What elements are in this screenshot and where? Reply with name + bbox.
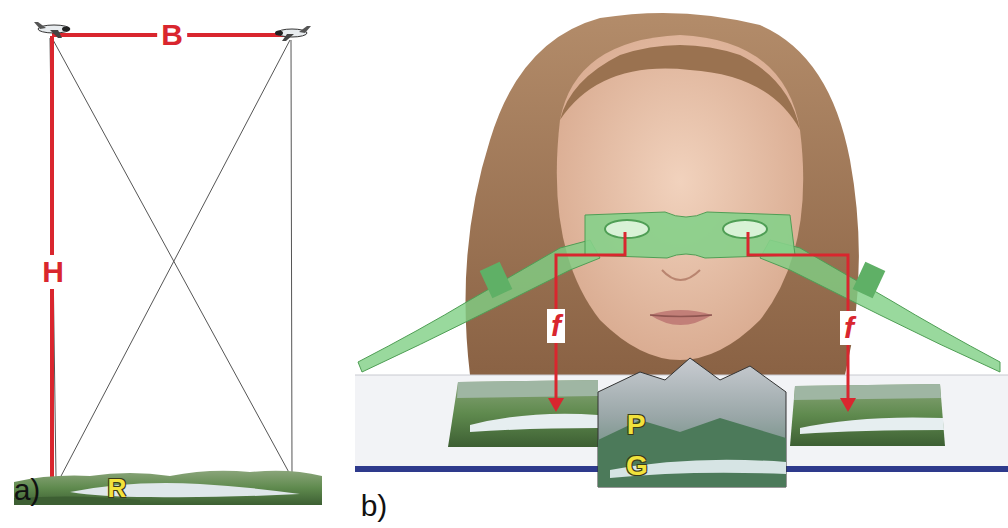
panel-label: b) <box>361 491 388 521</box>
baseline-label: B <box>157 18 187 52</box>
panel-label: a) <box>14 475 41 505</box>
point-label: P <box>627 411 646 439</box>
region-label: R <box>108 475 127 501</box>
height-label: H <box>38 255 68 289</box>
focal-length-label: f <box>547 309 565 343</box>
focal-length-label: f <box>840 311 858 345</box>
ground-label: G <box>626 452 648 480</box>
